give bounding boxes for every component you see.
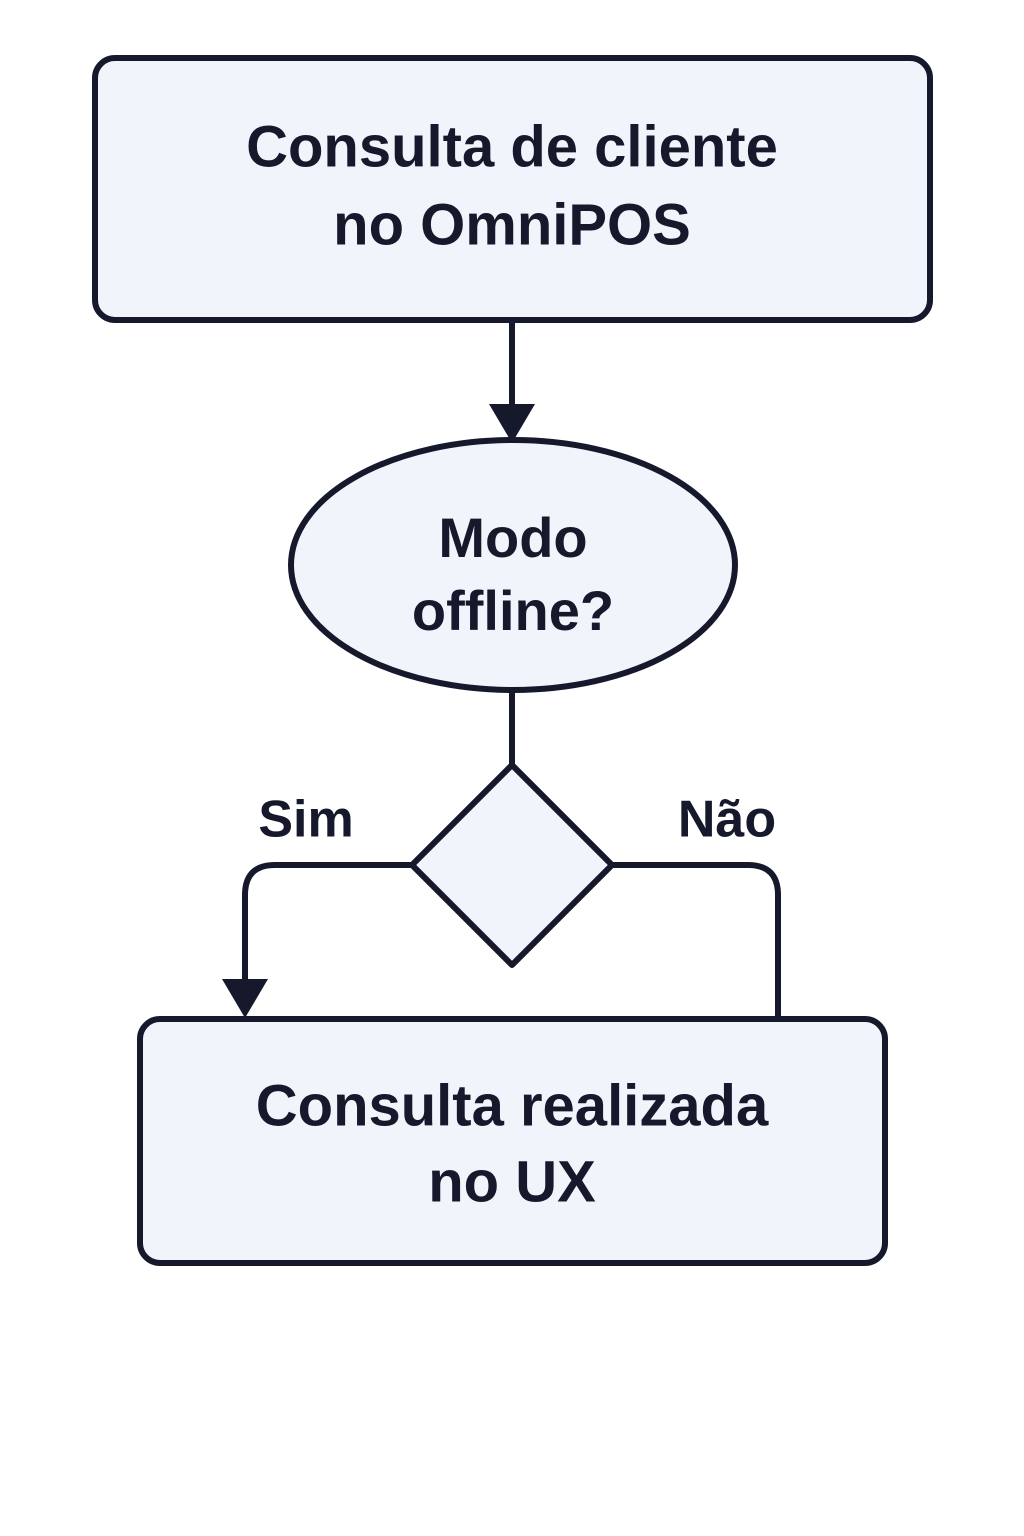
edge-label-nao: Não (678, 791, 776, 849)
node-decision-shape[interactable] (409, 762, 615, 968)
node-start[interactable]: Consulta de cliente no OmniPOS (92, 55, 933, 323)
node-question-label-line2: offline? (412, 579, 614, 642)
node-question-label-line1: Modo (438, 506, 587, 569)
node-start-shape[interactable] (92, 55, 933, 323)
connector-line (612, 862, 781, 1018)
node-start-label-line2: no OmniPOS (333, 192, 691, 257)
node-decision[interactable] (409, 762, 615, 968)
edge-decision-no (612, 862, 781, 1018)
edge-decision-yes (222, 862, 412, 1018)
node-end-label-line2: no UX (428, 1149, 596, 1214)
arrow-head-icon (222, 979, 268, 1018)
node-end-shape[interactable] (137, 1016, 888, 1266)
node-end[interactable]: Consulta realizada no UX (137, 1016, 888, 1266)
node-start-label-line1: Consulta de cliente (246, 114, 778, 179)
node-question-shape[interactable] (288, 437, 738, 693)
node-question[interactable]: Modo offline? (288, 437, 738, 693)
connector-line (242, 862, 412, 1000)
edge-label-sim: Sim (258, 791, 353, 849)
edge-start-to-question (489, 320, 535, 443)
arrow-head-icon (489, 404, 535, 443)
node-end-label-line1: Consulta realizada (256, 1073, 769, 1138)
